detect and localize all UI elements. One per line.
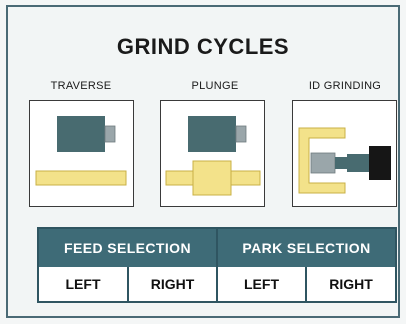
chuck-shape [369, 146, 391, 180]
workpiece-collar-shape [192, 160, 232, 196]
traverse-icon [35, 116, 127, 186]
grinding-wheel-shape [57, 116, 105, 152]
plunge-label: PLUNGE [191, 80, 239, 92]
plunge-cycle-button[interactable] [160, 100, 265, 207]
traverse-label: TRAVERSE [50, 80, 112, 92]
feed-selection-header: FEED SELECTION [39, 229, 218, 267]
id-grinding-icon [298, 127, 391, 194]
spindle-stub-shape [235, 125, 247, 143]
grind-cycles-panel: GRIND CYCLES TRAVERSE PLUNGE ID GRINDING [6, 5, 400, 318]
panel-title: GRIND CYCLES [116, 34, 290, 59]
selection-table: FEED SELECTION PARK SELECTION LEFT RIGHT… [37, 227, 397, 303]
park-right-button[interactable]: RIGHT [307, 267, 395, 301]
quill-shape [310, 152, 336, 174]
park-selection-header: PARK SELECTION [218, 229, 395, 267]
spindle-stub-shape [104, 125, 116, 143]
park-left-button[interactable]: LEFT [218, 267, 307, 301]
workpiece-bar-shape [35, 170, 127, 186]
feed-left-button[interactable]: LEFT [39, 267, 129, 301]
plunge-icon [165, 116, 261, 196]
id-grinding-label: ID GRINDING [308, 80, 382, 92]
feed-right-button[interactable]: RIGHT [129, 267, 218, 301]
spindle-shaft-shape [335, 157, 347, 169]
grinding-wheel-shape [188, 116, 236, 152]
spindle-body-shape [347, 154, 369, 172]
id-grinding-cycle-button[interactable] [292, 100, 397, 207]
bore-workpiece-shape [298, 127, 346, 194]
traverse-cycle-button[interactable] [29, 100, 134, 207]
